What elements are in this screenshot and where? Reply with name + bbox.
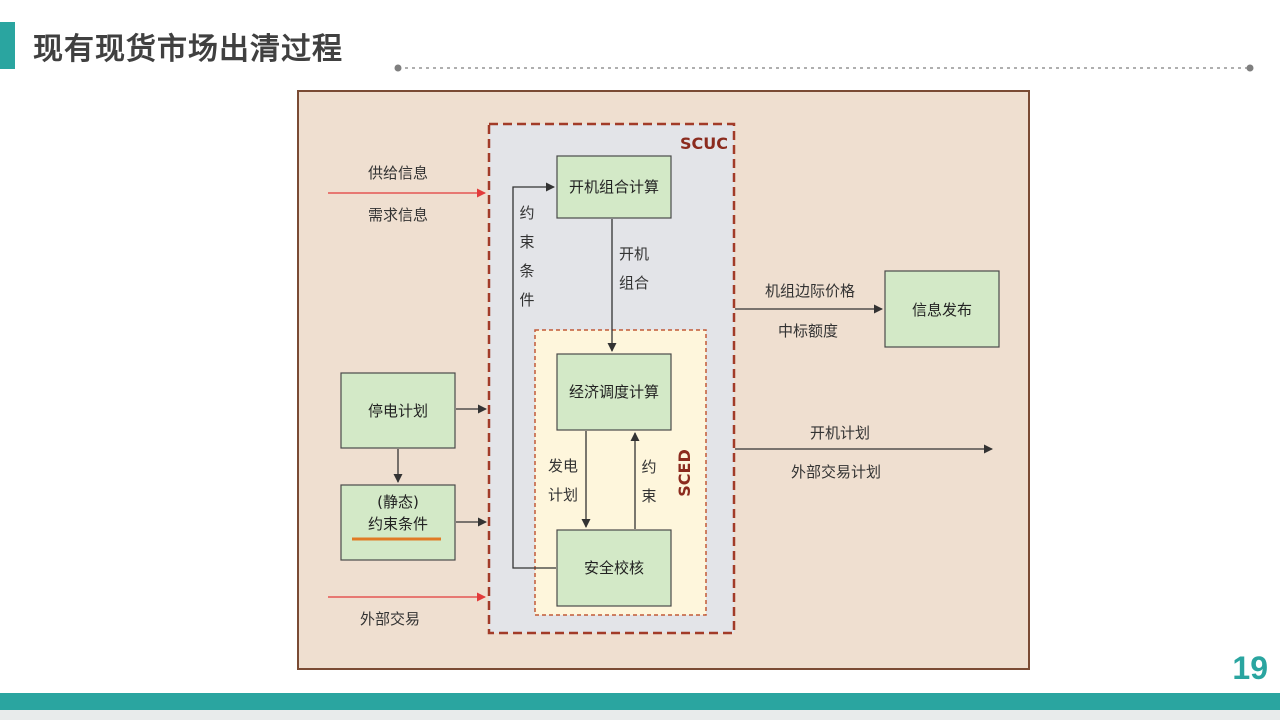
supply-info-label: 供给信息 <box>368 164 428 182</box>
outage-plan-box: 停电计划 <box>340 372 456 449</box>
economic-dispatch-box: 经济调度计算 <box>556 353 672 431</box>
outage-plan-label: 停电计划 <box>368 402 428 420</box>
gen-plan-line: 计划 <box>548 486 578 504</box>
security-check-label: 安全校核 <box>584 559 644 577</box>
info-publish-label: 信息发布 <box>912 301 972 319</box>
marginal-price-label: 机组边际价格 <box>765 282 855 300</box>
constraint-short-label: 约 束 <box>641 458 656 505</box>
gen-plan-line: 发电 <box>548 457 578 475</box>
info-publish-box: 信息发布 <box>884 270 1000 348</box>
uc-result-line: 开机 <box>619 245 649 263</box>
economic-dispatch-label: 经济调度计算 <box>569 383 659 401</box>
constraint-vertical-label: 约 束 条 件 <box>519 204 534 309</box>
constraint-feedback-arrow <box>512 182 556 569</box>
security-check-box: 安全校核 <box>556 529 672 607</box>
title-accent-bar <box>0 22 15 69</box>
constraint-short-char: 约 <box>641 458 656 476</box>
unit-commitment-label: 开机组合计算 <box>569 178 659 196</box>
slide-title: 现有现货市场出清过程 <box>33 32 343 67</box>
uc-result-line: 组合 <box>619 274 649 292</box>
unit-plan-label: 开机计划 <box>810 424 870 442</box>
constraint-char: 条 <box>519 262 534 280</box>
title-divider <box>394 64 1254 72</box>
demand-info-label: 需求信息 <box>368 206 428 224</box>
gen-plan-label: 发电 计划 <box>548 457 578 504</box>
constraint-char: 件 <box>519 291 534 309</box>
uc-result-label: 开机 组合 <box>619 245 649 292</box>
static-constraint-label: 约束条件 <box>368 515 428 533</box>
static-prefix-label: (静态) <box>377 493 419 511</box>
unit-commitment-box: 开机组合计算 <box>556 155 672 219</box>
constraint-short-char: 束 <box>641 487 656 505</box>
bottom-light-bar <box>0 710 1280 720</box>
page-number: 19 <box>1232 650 1268 686</box>
static-constraint-box: (静态) 约束条件 <box>340 484 456 561</box>
bottom-accent-bar <box>0 693 1280 710</box>
scuc-label: SCUC <box>680 134 728 153</box>
external-plan-label: 外部交易计划 <box>791 463 881 481</box>
sced-label: SCED <box>675 449 694 496</box>
constraint-char: 约 <box>519 204 534 222</box>
external-trade-label: 外部交易 <box>360 610 420 628</box>
constraint-char: 束 <box>519 233 534 251</box>
winning-amount-label: 中标额度 <box>778 322 838 340</box>
